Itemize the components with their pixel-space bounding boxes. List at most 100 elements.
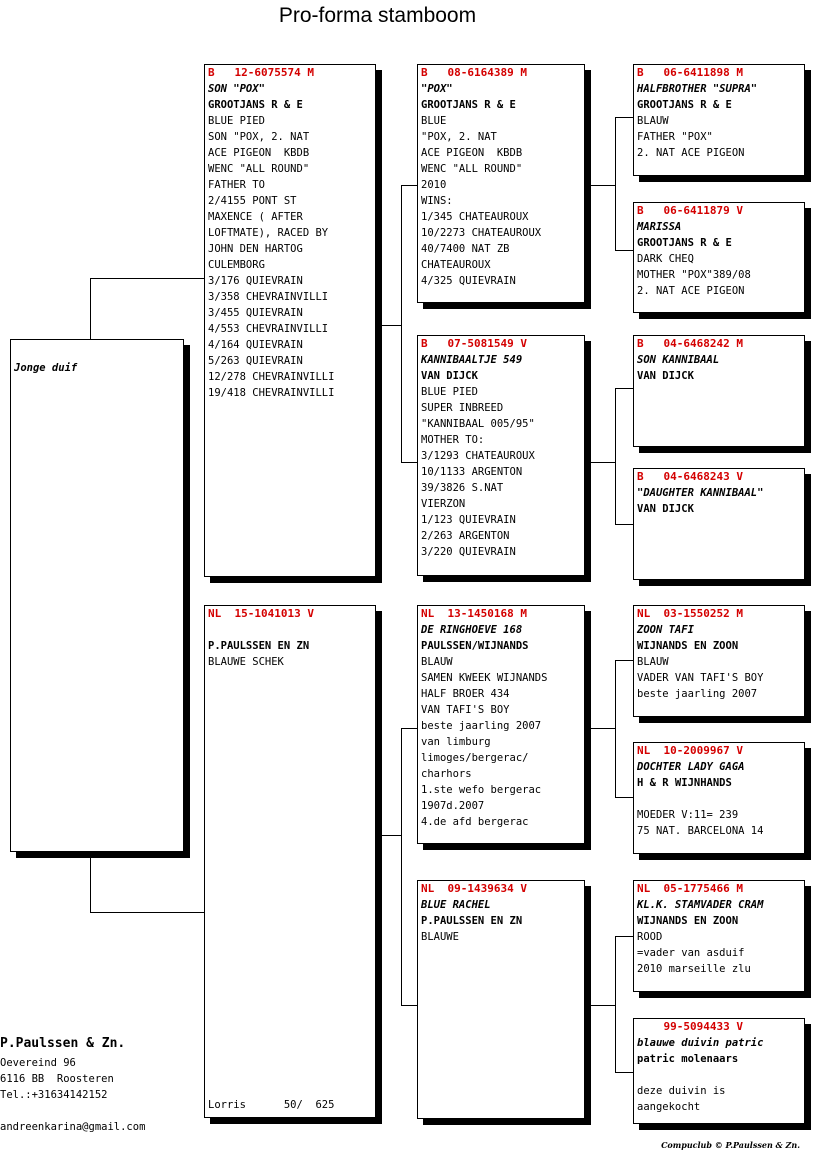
ring-number: 99-5094433 V bbox=[637, 1020, 743, 1033]
detail-line: 2/4155 PONT ST bbox=[208, 195, 297, 207]
detail-line: MOTHER "POX"389/08 bbox=[637, 269, 751, 281]
ring-number: B 04-6468243 V bbox=[637, 470, 743, 483]
pigeon-name: HALFBROTHER "SUPRA" bbox=[637, 83, 758, 95]
pigeon-owner: P.PAULSSEN EN ZN bbox=[208, 640, 310, 652]
detail-line: 2. NAT ACE PIGEON bbox=[637, 147, 745, 159]
pigeon-owner: PAULSSEN/WIJNANDS bbox=[421, 640, 529, 652]
pigeon-owner: WIJNANDS EN ZOON bbox=[637, 640, 739, 652]
pigeon-details: BLAUWE SCHEK bbox=[208, 654, 372, 670]
pigeon-name: SON KANNIBAAL bbox=[637, 354, 720, 366]
detail-line: 75 NAT. BARCELONA 14 bbox=[637, 825, 764, 837]
connector bbox=[401, 728, 417, 729]
connector bbox=[401, 185, 402, 462]
detail-line: 3/358 CHEVRAINVILLI bbox=[208, 291, 329, 303]
ring-number: NL 15-1041013 V bbox=[208, 607, 314, 620]
detail-line: BLAUWE bbox=[421, 931, 459, 943]
detail-line: 3/176 QUIEVRAIN bbox=[208, 275, 303, 287]
pigeon-owner: GROOTJANS R & E bbox=[637, 99, 732, 111]
detail-line: 10/1133 ARGENTON bbox=[421, 466, 523, 478]
pigeon-name: DE RINGHOEVE 168 bbox=[421, 624, 523, 636]
pigeon-details: BLAUW VADER VAN TAFI'S BOY beste jaarling … bbox=[637, 654, 801, 702]
detail-line: 1.ste wefo bergerac bbox=[421, 784, 542, 796]
connector bbox=[590, 1005, 615, 1006]
connector bbox=[590, 728, 615, 729]
detail-line: 2010 marseille zlu bbox=[637, 963, 751, 975]
pigeon-name: "POX" bbox=[421, 83, 453, 95]
detail-line: SUPER INBREED bbox=[421, 402, 504, 414]
connector bbox=[590, 462, 615, 463]
pigeon-name: "DAUGHTER KANNIBAAL" bbox=[637, 487, 764, 499]
connector bbox=[401, 462, 417, 463]
pigeon-details: BLAUW FATHER "POX" 2. NAT ACE PIGEON bbox=[637, 113, 801, 161]
pigeon-card-sdd: B 04-6468243 V "DAUGHTER KANNIBAAL" VAN … bbox=[633, 468, 805, 580]
pigeon-owner: P.PAULSSEN EN ZN bbox=[421, 915, 523, 927]
ring-number: B 06-6411879 V bbox=[637, 204, 743, 217]
detail-line: 3/1293 CHATEAUROUX bbox=[421, 450, 535, 462]
detail-line: VADER VAN TAFI'S BOY bbox=[637, 672, 764, 684]
detail-line bbox=[637, 791, 801, 807]
pigeon-card-dss: NL 03-1550252 M ZOON TAFI WIJNANDS EN ZO… bbox=[633, 605, 805, 717]
detail-line: WINS: bbox=[421, 195, 453, 207]
ring-number: NL 10-2009967 V bbox=[637, 744, 743, 757]
pigeon-name: MARISSA bbox=[637, 221, 682, 233]
pigeon-details: BLAUWE bbox=[421, 929, 581, 945]
detail-line: CHATEAUROUX bbox=[421, 259, 491, 271]
detail-line: ACE PIGEON KBDB bbox=[421, 147, 523, 159]
detail-line: BLAUW bbox=[637, 656, 669, 668]
detail-line: BLAUWE SCHEK bbox=[208, 656, 284, 668]
connector bbox=[380, 835, 401, 836]
race-result: Lorris 50/ 625 bbox=[208, 1099, 335, 1111]
pigeon-name: BLUE RACHEL bbox=[421, 899, 491, 911]
detail-line: 4/553 CHEVRAINVILLI bbox=[208, 323, 329, 335]
detail-line: JOHN DEN HARTOG bbox=[208, 243, 303, 255]
detail-line: LOFTMATE), RACED BY bbox=[208, 227, 329, 239]
detail-line: MOTHER TO: bbox=[421, 434, 485, 446]
detail-line: FATHER "POX" bbox=[637, 131, 713, 143]
connector bbox=[401, 1005, 417, 1006]
detail-line: =vader van asduif bbox=[637, 947, 745, 959]
connector bbox=[615, 524, 633, 525]
breeder-email: andreenkarina@gmail.com bbox=[0, 1121, 146, 1133]
connector bbox=[615, 117, 633, 118]
ring-number: B 07-5081549 V bbox=[421, 337, 527, 350]
detail-line: CULEMBORG bbox=[208, 259, 265, 271]
detail-line: 1/123 QUIEVRAIN bbox=[421, 514, 516, 526]
connector bbox=[615, 936, 633, 937]
ring-number: NL 09-1439634 V bbox=[421, 882, 527, 895]
subject-label: Jonge duif bbox=[14, 362, 78, 374]
connector bbox=[401, 185, 417, 186]
detail-line: BLUE bbox=[421, 115, 447, 127]
pigeon-card-sds: B 04-6468242 M SON KANNIBAAL VAN DIJCK bbox=[633, 335, 805, 447]
detail-line: BLAUW bbox=[637, 115, 669, 127]
detail-line: 5/263 QUIEVRAIN bbox=[208, 355, 303, 367]
detail-line: 4.de afd bergerac bbox=[421, 816, 529, 828]
page-title: Pro-forma stamboom bbox=[278, 4, 477, 27]
connector bbox=[90, 912, 204, 913]
detail-line: BLUE PIED bbox=[421, 386, 478, 398]
breeder-address: Oevereind 96 bbox=[0, 1057, 76, 1069]
pigeon-owner: patric molenaars bbox=[637, 1053, 739, 1065]
pigeon-owner: VAN DIJCK bbox=[421, 370, 478, 382]
detail-line: SAMEN KWEEK WIJNANDS bbox=[421, 672, 548, 684]
detail-line: HALF BROER 434 bbox=[421, 688, 510, 700]
detail-line: limoges/bergerac/ bbox=[421, 752, 529, 764]
connector bbox=[615, 660, 616, 797]
detail-line: SON "POX, 2. NAT bbox=[208, 131, 310, 143]
connector bbox=[380, 325, 401, 326]
detail-line: beste jaarling 2007 bbox=[637, 688, 758, 700]
pigeon-owner: VAN DIJCK bbox=[637, 370, 694, 382]
detail-line: 12/278 CHEVRAINVILLI bbox=[208, 371, 335, 383]
pigeon-owner: GROOTJANS R & E bbox=[208, 99, 303, 111]
detail-line: deze duivin is bbox=[637, 1085, 726, 1097]
detail-line bbox=[637, 1067, 801, 1083]
pigeon-name: DOCHTER LADY GAGA bbox=[637, 761, 745, 773]
connector bbox=[90, 278, 91, 340]
connector bbox=[401, 728, 402, 1005]
detail-line: DARK CHEQ bbox=[637, 253, 694, 265]
detail-line: BLUE PIED bbox=[208, 115, 265, 127]
connector bbox=[615, 117, 616, 250]
detail-line: 2. NAT ACE PIGEON bbox=[637, 285, 745, 297]
